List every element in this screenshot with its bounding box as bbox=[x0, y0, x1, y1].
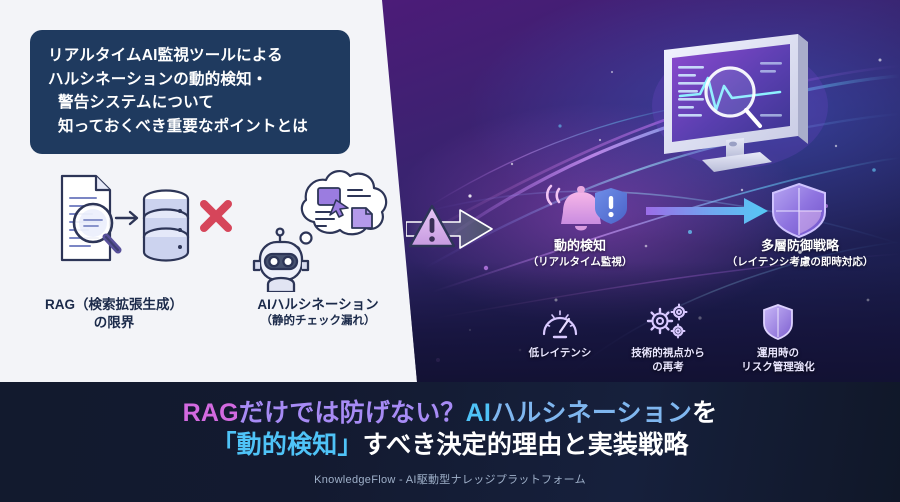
caption-hallucination: AIハルシネーション （静的チェック漏れ） bbox=[218, 296, 418, 330]
caption-rag: RAG（検索拡張生成） の限界 bbox=[14, 296, 214, 332]
panel-bottom-shade bbox=[382, 262, 900, 382]
header-card: リアルタイムAI監視ツールによる ハルシネーションの動的検知・ 警告システムにつ… bbox=[30, 30, 350, 155]
feature-low-latency: 低レイテンシ bbox=[500, 302, 620, 360]
gears-icon bbox=[608, 302, 728, 342]
feature-risk-management: 運用時の リスク管理強化 bbox=[718, 302, 838, 374]
monitor-pulse-magnifier-icon bbox=[652, 34, 828, 172]
node-defense-line2: （レイテンシ考慮の即時対応） bbox=[726, 255, 874, 268]
caption-rag-line1: RAG（検索拡張生成） bbox=[45, 297, 183, 312]
footer-title2-seg-1: すべき決定的理由と実装戦略 bbox=[362, 431, 689, 459]
red-x-icon bbox=[200, 200, 232, 232]
footer-title-line1: RAGだけでは防げない？AIハルシネーションを bbox=[183, 397, 718, 429]
node-caption-detect: 動的検知 （リアルタイム監視） bbox=[480, 238, 680, 269]
feature-technical-rethink: 技術的視点から の再考 bbox=[608, 302, 728, 374]
feature-1-label-line1: 技術的視点から bbox=[631, 347, 705, 359]
feature-0-label: 低レイテンシ bbox=[528, 347, 592, 359]
caption-hallucination-line1: AIハルシネーション bbox=[257, 297, 379, 312]
alert-bell-icon bbox=[545, 184, 627, 231]
robot-thought-bubble-icon bbox=[252, 170, 388, 292]
caption-rag-line2: の限界 bbox=[93, 315, 135, 331]
node-caption-defense: 多層防御戦略 （レイテンシ考慮の即時対応） bbox=[688, 238, 900, 269]
footer-subtitle: KnowledgeFlow - AI駆動型ナレッジプラットフォーム bbox=[314, 474, 586, 486]
node-defense-line1: 多層防御戦略 bbox=[760, 238, 839, 253]
shield-check-icon bbox=[718, 302, 838, 342]
header-line-4: 知っておくべき重要なポイントとは bbox=[58, 117, 308, 135]
caption-hallucination-line2: （静的チェック漏れ） bbox=[260, 315, 376, 328]
document-magnifier-database-icon bbox=[60, 174, 190, 262]
feature-2-label-line1: 運用時の bbox=[757, 347, 799, 359]
footer-title-seg-0: RAG bbox=[182, 399, 239, 427]
footer-band: RAGだけでは防げない？AIハルシネーションを 「動的検知」すべき決定的理由と実… bbox=[0, 382, 900, 502]
node-detect-line1: 動的検知 bbox=[553, 238, 606, 253]
footer-title2-seg-0: 「動的検知」 bbox=[211, 431, 363, 459]
gradient-arrow-icon bbox=[646, 198, 768, 224]
footer-title-seg-1: だけでは防げない？ bbox=[238, 399, 466, 427]
feature-2-label-line2: リスク管理強化 bbox=[741, 361, 815, 374]
node-detect-line2: （リアルタイム監視） bbox=[527, 255, 633, 268]
footer-title-seg-2: AI bbox=[465, 399, 492, 427]
header-line-3: 警告システムについて bbox=[58, 94, 215, 112]
shield-icon bbox=[772, 182, 826, 239]
footer-title-line2: 「動的検知」すべき決定的理由と実装戦略 bbox=[211, 429, 688, 461]
footer-title-seg-4: を bbox=[692, 399, 718, 427]
feature-1-label-line2: の再考 bbox=[652, 361, 684, 374]
gauge-icon bbox=[500, 302, 620, 342]
header-line-2: ハルシネーションの動的検知・ bbox=[48, 70, 268, 88]
header-line-1: リアルタイムAI監視ツールによる bbox=[48, 47, 283, 64]
footer-title-seg-3: ハルシネーション bbox=[491, 399, 693, 427]
